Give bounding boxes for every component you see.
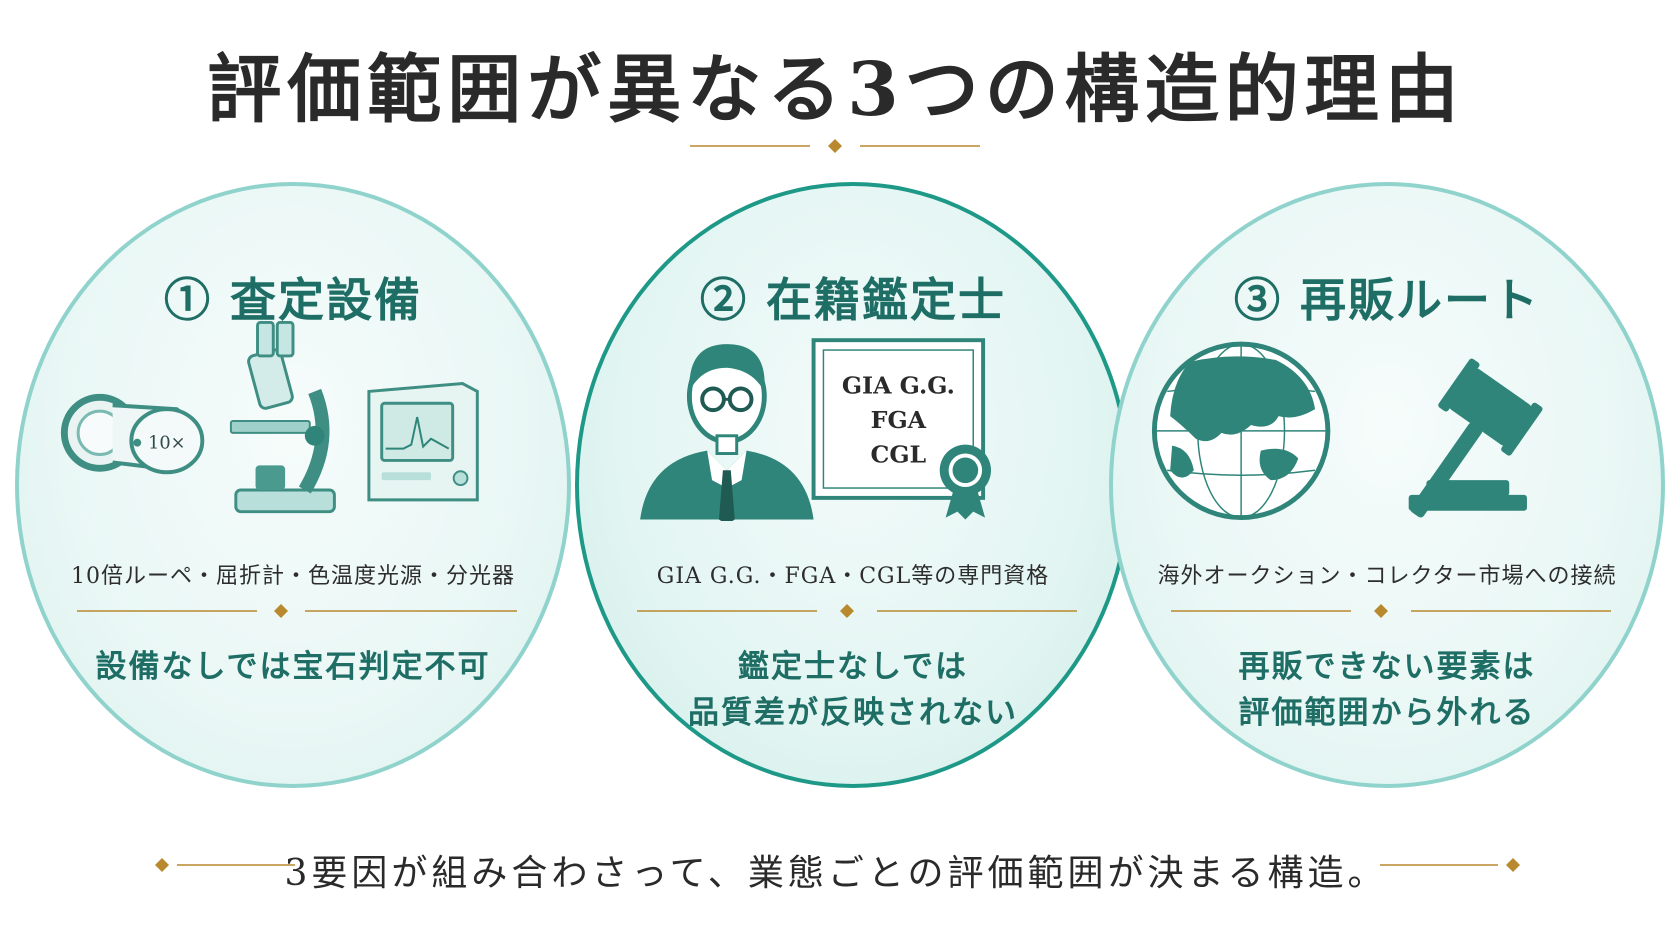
certificate-line: GIA G.G. bbox=[842, 371, 955, 399]
auction-gavel-icon bbox=[1408, 358, 1543, 518]
certificate-line: CGL bbox=[871, 440, 927, 468]
result-line: 品質差が反映されない bbox=[688, 695, 1018, 731]
card-heading: ③ 再販ルート bbox=[1233, 273, 1540, 327]
appraiser-person-icon bbox=[640, 344, 814, 521]
result-line: 設備なしでは宝石判定不可 bbox=[95, 649, 491, 685]
loupe-label: 10× bbox=[148, 434, 185, 454]
appraiser-illustration: GIA G.G. FGA CGL bbox=[640, 338, 991, 521]
footer-summary: 3要因が組み合わさって、業態ごとの評価範囲が決まる構造。 bbox=[284, 853, 1388, 894]
result-line: 鑑定士なしでは bbox=[737, 649, 969, 685]
card-caption: GIA G.G.・FGA・CGL等の専門資格 bbox=[656, 564, 1050, 589]
page-title: 評価範囲が異なる3つの構造的理由 bbox=[207, 47, 1465, 133]
equipment-illustration: 10× bbox=[60, 321, 479, 514]
spectrometer-icon bbox=[367, 382, 479, 502]
card-result: 鑑定士なしでは 品質差が反映されない bbox=[579, 644, 1127, 736]
title-divider-ornament bbox=[690, 139, 980, 153]
card-caption: 海外オークション・コレクター市場への接続 bbox=[1157, 564, 1617, 589]
card-heading: ① 査定設備 bbox=[163, 273, 422, 327]
card-inspection-equipment: ① 査定設備 10× 10倍ル bbox=[15, 182, 571, 788]
rosette-seal-icon bbox=[939, 444, 991, 520]
card-resale-route: ③ 再販ルート 海外オークション・コレクター市場への接続 bbox=[1109, 182, 1665, 788]
footer-ornament-right bbox=[1380, 858, 1520, 872]
card-heading: ② 在籍鑑定士 bbox=[699, 273, 1006, 327]
card-divider bbox=[637, 604, 1077, 618]
footer-ornament-left bbox=[155, 858, 295, 872]
card-divider bbox=[1171, 604, 1611, 618]
result-line: 再販できない要素は bbox=[1238, 649, 1536, 685]
loupe-icon: 10× bbox=[60, 393, 205, 475]
card-result: 設備なしでは宝石判定不可 bbox=[19, 644, 567, 690]
certificate-line: FGA bbox=[871, 406, 927, 434]
card-divider bbox=[77, 604, 517, 618]
resale-illustration bbox=[1151, 341, 1543, 521]
card-appraisers: ② 在籍鑑定士 GIA G.G. FGA CGL bbox=[575, 182, 1131, 788]
card-caption: 10倍ルーペ・屈折計・色温度光源・分光器 bbox=[71, 564, 515, 589]
microscope-icon bbox=[229, 321, 336, 514]
result-line: 評価範囲から外れる bbox=[1238, 695, 1536, 731]
globe-icon bbox=[1151, 341, 1331, 521]
card-result: 再販できない要素は 評価範囲から外れる bbox=[1113, 644, 1661, 736]
